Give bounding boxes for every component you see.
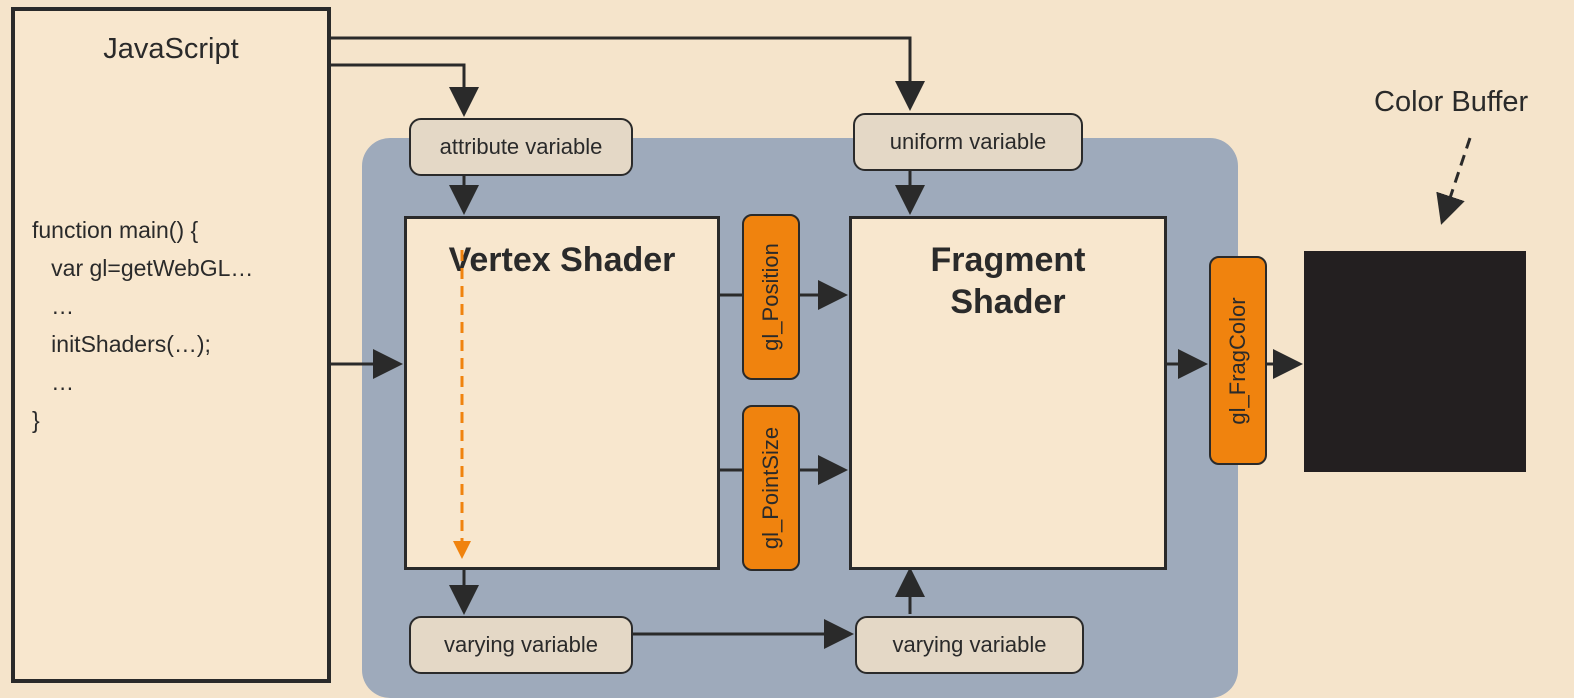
javascript-title: JavaScript bbox=[103, 33, 239, 65]
javascript-code: function main() { var gl=getWebGL… … ini… bbox=[32, 217, 254, 433]
uniform-variable: uniform variable bbox=[853, 113, 1083, 171]
gl-pointsize-pill: gl_PointSize bbox=[742, 405, 800, 571]
fragment-shader-title: Fragment Shader bbox=[930, 241, 1086, 321]
arrow-label-to-colorbuffer bbox=[1436, 137, 1472, 225]
vertex-shader-box: Vertex Shader bbox=[404, 216, 720, 570]
gl-position-pill: gl_Position bbox=[742, 214, 800, 380]
arrow-js-to-uniform bbox=[327, 36, 925, 111]
color-buffer bbox=[1304, 251, 1526, 472]
gl-fragcolor-label: gl_FragColor bbox=[1225, 296, 1250, 425]
color-buffer-label: Color Buffer bbox=[1374, 86, 1529, 118]
gl-pointsize-label: gl_PointSize bbox=[758, 426, 783, 550]
arrow-js-to-attribute bbox=[327, 63, 479, 117]
fragment-shader-box: Fragment Shader bbox=[849, 216, 1167, 570]
javascript-box: JavaScript function main() { var gl=getW… bbox=[11, 7, 331, 683]
attribute-variable: attribute variable bbox=[409, 118, 633, 176]
gl-fragcolor-pill: gl_FragColor bbox=[1209, 256, 1267, 465]
varying-variable-in: varying variable bbox=[855, 616, 1084, 674]
gl-position-label: gl_Position bbox=[758, 243, 783, 351]
vertex-shader-title: Vertex Shader bbox=[448, 241, 676, 279]
varying-variable-out: varying variable bbox=[409, 616, 633, 674]
